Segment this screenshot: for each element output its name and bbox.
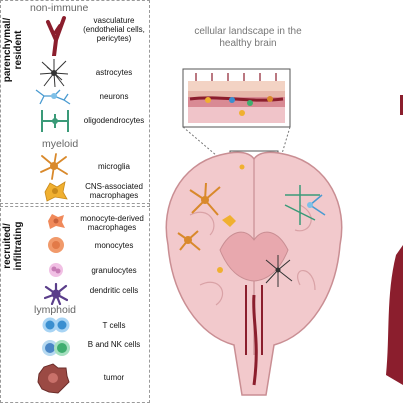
myeloid-title: myeloid <box>42 138 79 150</box>
resident-section-label: parenchymal/ resident <box>2 17 24 83</box>
granulocyte-icon <box>49 263 63 277</box>
astrocyte-icon <box>39 59 69 88</box>
recruited-section-label: recruited/ infiltrating <box>2 221 24 271</box>
oligodendrocytes-label: oligodendrocytes <box>83 116 145 125</box>
b-nk-cell-icon <box>42 340 70 356</box>
tissue-inset <box>182 68 291 128</box>
cam-icon <box>44 181 68 202</box>
astrocytes-label: astrocytes <box>95 68 133 77</box>
oligodendrocyte-icon <box>41 110 69 132</box>
t-cells-label: T cells <box>102 321 126 330</box>
b-nk-cells-label: B and NK cells <box>87 340 141 349</box>
vessel-icon <box>46 16 66 56</box>
tumor-icon <box>37 363 70 394</box>
vasculature-label: vasculature (endothelial cells, pericyte… <box>83 16 145 43</box>
microglia-label: microglia <box>97 162 130 171</box>
dendritic-cells-label: dendritic cells <box>89 286 139 295</box>
dendritic-cell-icon <box>44 283 68 305</box>
cam-label: CNS-associated macrophages <box>85 182 143 200</box>
t-cell-icon <box>42 317 70 333</box>
neurons-label: neurons <box>99 92 129 101</box>
monocytes-label: monocytes <box>94 241 134 250</box>
nonimmune-title: non-immune <box>30 2 89 14</box>
monocyte-icon <box>48 237 64 253</box>
tumor-label: tumor <box>103 373 125 382</box>
brain-coronal-section <box>165 151 343 396</box>
granulocytes-label: granulocytes <box>91 266 137 275</box>
brain-illustration <box>165 68 403 396</box>
resident-legend-box <box>0 0 150 207</box>
neuron-icon <box>35 89 71 105</box>
diagram-title: cellular landscape in the healthy brain <box>194 26 302 49</box>
mdm-label: monocyte-derived macrophages <box>80 214 144 232</box>
microglia-icon <box>40 153 68 180</box>
lymphoid-title: lymphoid <box>34 304 77 316</box>
mdm-icon <box>48 214 65 229</box>
